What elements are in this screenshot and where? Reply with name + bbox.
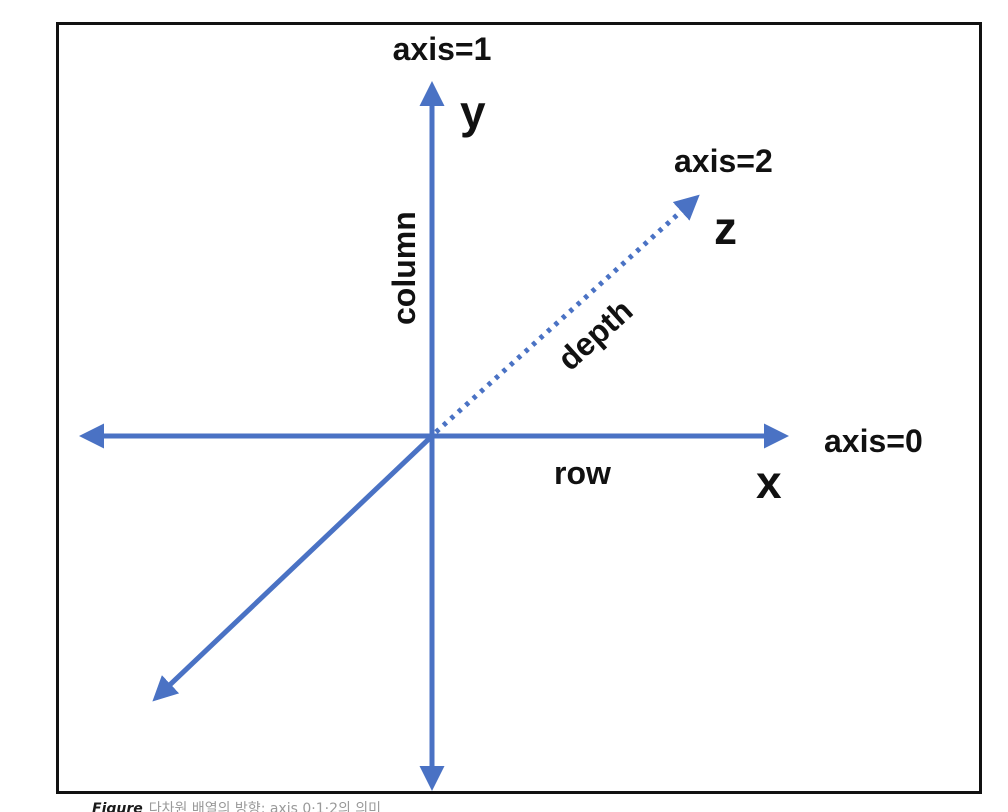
- depth-label: depth: [551, 292, 640, 377]
- z-axis-negative-line: [152, 434, 434, 702]
- z-letter-label: z: [714, 202, 737, 254]
- axis-1-label: axis=1: [393, 31, 492, 67]
- y-letter-label: y: [460, 86, 486, 138]
- figure-frame: [56, 22, 982, 794]
- caption-text: 다차원 배열의 방향: axis 0·1·2의 의미: [148, 801, 382, 812]
- figure-caption: Figure 다차원 배열의 방향: axis 0·1·2의 의미: [92, 798, 381, 812]
- z-axis-dotted-line: [434, 194, 700, 434]
- x-letter-label: x: [756, 456, 782, 508]
- column-label: column: [386, 211, 422, 325]
- axis-0-label: axis=0: [824, 423, 923, 459]
- axis-2-label: axis=2: [674, 143, 773, 179]
- row-label: row: [554, 455, 611, 491]
- caption-label: Figure: [92, 801, 143, 812]
